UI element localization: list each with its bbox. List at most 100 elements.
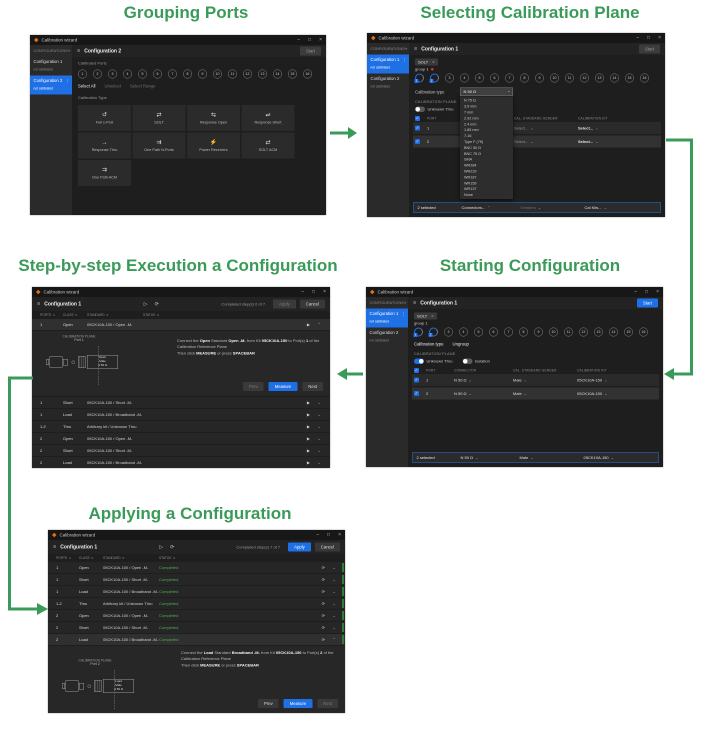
calibration-type-tile[interactable]: → Response Thru (78, 132, 131, 159)
menu-icon[interactable]: ≡ (413, 300, 417, 306)
remeasure-icon[interactable]: ⟳ (321, 565, 325, 570)
port-circle[interactable]: 9 9 (198, 69, 207, 79)
remeasure-icon[interactable]: ⟳ (321, 577, 325, 582)
sort-icon[interactable]: ⇅ (75, 313, 78, 317)
port-circle[interactable]: 6 6 (490, 73, 499, 83)
sidebar-item-configuration[interactable]: Configuration 2 not calibrated ⋮ (367, 74, 409, 93)
sidebar-item-configuration[interactable]: Configuration 1 not calibrated ⋮ (366, 308, 408, 328)
step-row[interactable]: 1 Short 05CK10A-150 / Short -M- Complete… (48, 574, 345, 585)
remeasure-icon[interactable]: ⟳ (321, 601, 325, 606)
close-icon[interactable]: × (656, 289, 659, 295)
port-circle[interactable]: 6 6 (489, 327, 498, 337)
step-row[interactable]: 1-2 Thru Arbitrary kit / Unknown Thru ▶ … (32, 421, 330, 432)
chevron-down-icon[interactable]: ⌄ (610, 455, 614, 460)
port-circle[interactable]: 2 2 (428, 327, 438, 337)
run-all-icon[interactable]: ▷ (143, 301, 148, 307)
port-circle[interactable]: 14 14 (610, 73, 619, 83)
measure-step-icon[interactable]: ▶ (306, 322, 310, 327)
port-circle[interactable]: 5 5 (138, 69, 147, 79)
chevron-down-icon[interactable]: ⌄ (523, 377, 528, 383)
chevron-down-icon[interactable]: ⌄ (595, 139, 599, 144)
sort-icon[interactable]: ⇅ (52, 313, 56, 317)
remeasure-icon[interactable]: ⟳ (321, 589, 325, 594)
port-row[interactable]: ✓ 1 N 50 Ω ⌄ Male ⌄ 05CK10A-150 ⌄ (412, 374, 659, 386)
calibration-type-tile[interactable]: ⇌ Response Short (241, 105, 295, 131)
port-circle[interactable]: 7 7 (504, 327, 513, 337)
kit-select[interactable]: 05CK10A-150 (577, 391, 603, 396)
close-icon[interactable]: × (338, 532, 341, 538)
ungroup-link[interactable]: Ungroup (452, 341, 469, 347)
restart-icon[interactable]: ⟳ (170, 544, 175, 550)
measure-step-icon[interactable]: ▶ (306, 412, 310, 417)
calibration-type-tile[interactable]: ⇉ One Path N-Ports (132, 132, 186, 159)
isolation-toggle[interactable]: Isolation (462, 358, 490, 364)
row-checkbox[interactable]: ✓ (415, 125, 420, 131)
chevron-down-icon[interactable]: ⌄ (317, 423, 321, 429)
port-circle[interactable]: 1 1 (78, 69, 87, 79)
menu-icon[interactable]: ≡ (37, 301, 41, 307)
col-class[interactable]: CLASS (79, 556, 90, 560)
port-circle[interactable]: 6 6 (153, 69, 162, 79)
chevron-down-icon[interactable]: ⌄ (537, 205, 542, 210)
connectors-bulk-select[interactable]: Connectors... (461, 205, 486, 210)
port-circle[interactable]: 3 3 (445, 73, 454, 83)
chevron-down-icon[interactable]: ⌄ (468, 377, 472, 383)
port-circle[interactable]: 12 12 (579, 327, 588, 337)
step-row-expanded[interactable]: 2 Load 05CK10A-150 / Broadband -M- Compl… (48, 634, 345, 645)
sort-icon[interactable]: ⇅ (91, 556, 94, 560)
kits-bulk-select[interactable]: Cal Kits... (584, 205, 602, 210)
menu-icon[interactable]: ≡ (53, 544, 57, 550)
pin-icon[interactable]: ▪ (508, 90, 510, 94)
col-standard[interactable]: STANDARD (103, 556, 121, 560)
chevron-down-icon[interactable]: ⌄ (332, 564, 336, 570)
dropdown-option[interactable]: 2.92 mm (464, 115, 479, 121)
step-row[interactable]: 2 Open 05CK10A-150 / Open -M- Completed … (48, 610, 345, 621)
calibration-type-tile[interactable]: ⇄ SOLT ACM (241, 132, 295, 159)
port-circle[interactable]: 11 11 (564, 327, 573, 337)
port-circle[interactable]: 4 4 (460, 73, 469, 83)
maximize-icon[interactable]: □ (647, 35, 651, 41)
port-circle[interactable]: 3 3 (108, 69, 117, 79)
port-circle[interactable]: 4 4 (459, 327, 468, 337)
port-circle[interactable]: 11 11 (565, 73, 574, 83)
toggle-track[interactable] (462, 358, 473, 364)
port-circle[interactable]: 3 3 (444, 327, 453, 337)
chevron-up-icon[interactable]: ⌃ (317, 321, 321, 327)
sort-icon[interactable]: ⇅ (68, 556, 72, 560)
select-all-link[interactable]: Select All (78, 83, 96, 89)
port-circle[interactable]: 13 13 (595, 73, 604, 83)
port-circle[interactable]: 9 9 (534, 327, 543, 337)
port-circle[interactable]: 11 11 (228, 69, 237, 79)
calibration-type-tile[interactable]: ⇄ SOLT (132, 105, 186, 131)
port-circle[interactable]: 7 7 (168, 69, 177, 79)
chevron-down-icon[interactable]: ⌄ (595, 125, 599, 131)
col-ports[interactable]: PORTS (56, 556, 68, 560)
chevron-down-icon[interactable]: ⌄ (332, 612, 336, 618)
step-row[interactable]: 2 Short 05CK10A-150 / Short -M- Complete… (48, 622, 345, 633)
port-circle[interactable]: 14 14 (609, 327, 618, 337)
unselect-link[interactable]: Unselect (104, 83, 122, 89)
row-checkbox[interactable]: ✓ (415, 139, 420, 144)
gender-select[interactable]: Male (513, 377, 522, 383)
chevron-down-icon[interactable]: ⌄ (523, 391, 528, 396)
connector-select[interactable]: N 50 Ω (454, 377, 467, 383)
dropdown-option[interactable]: 1.85 mm (464, 127, 479, 133)
dropdown-option[interactable]: None (464, 192, 473, 198)
port-circle[interactable]: 14 14 (273, 69, 282, 79)
unknown-thru-toggle[interactable]: Unknown Thru (414, 358, 452, 364)
close-icon[interactable]: × (432, 59, 435, 65)
port-circle[interactable]: 15 15 (625, 73, 634, 83)
remeasure-icon[interactable]: ⟳ (321, 613, 325, 618)
step-row-expanded[interactable]: 1 Open 05CK10A-150 / Open -M- ▶ ⌃ (32, 319, 330, 330)
dropdown-option[interactable]: WR284 (464, 163, 477, 168)
port-circle[interactable]: 9 9 (535, 73, 544, 83)
toggle-track[interactable] (414, 358, 424, 364)
port-circle[interactable]: 13 13 (258, 69, 267, 79)
chevron-down-icon[interactable]: ⌄ (332, 624, 336, 630)
chevron-down-icon[interactable]: ⌄ (530, 125, 534, 131)
restart-icon[interactable]: ⟳ (154, 301, 159, 307)
step-row[interactable]: 1 Open 05CK10A-150 / Open -M- Completed … (48, 562, 345, 573)
measure-step-icon[interactable]: ▶ (306, 448, 310, 453)
prev-button[interactable]: Prev (242, 382, 264, 391)
port-circle[interactable]: 8 8 (183, 69, 192, 79)
